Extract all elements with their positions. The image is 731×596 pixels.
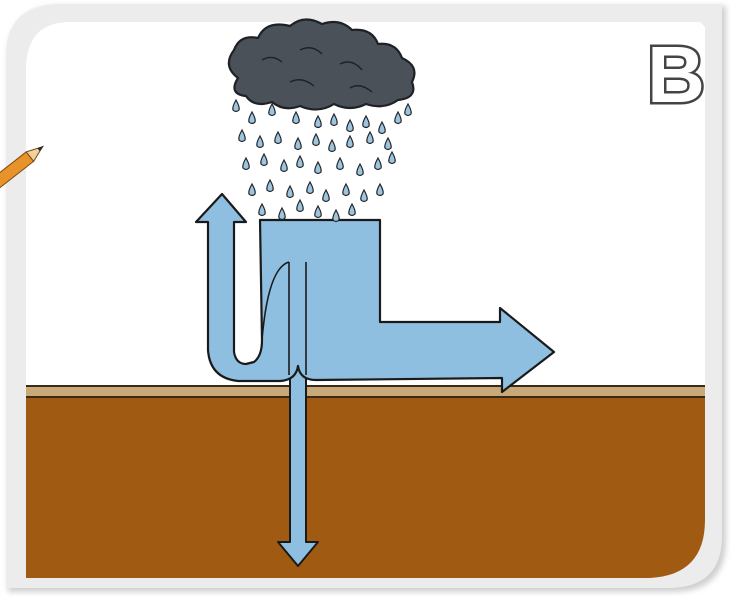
panel-letter: B xyxy=(647,30,705,119)
ground-surface-strip xyxy=(0,386,731,396)
soil-ground xyxy=(0,396,731,596)
svg-text:B: B xyxy=(647,30,705,119)
